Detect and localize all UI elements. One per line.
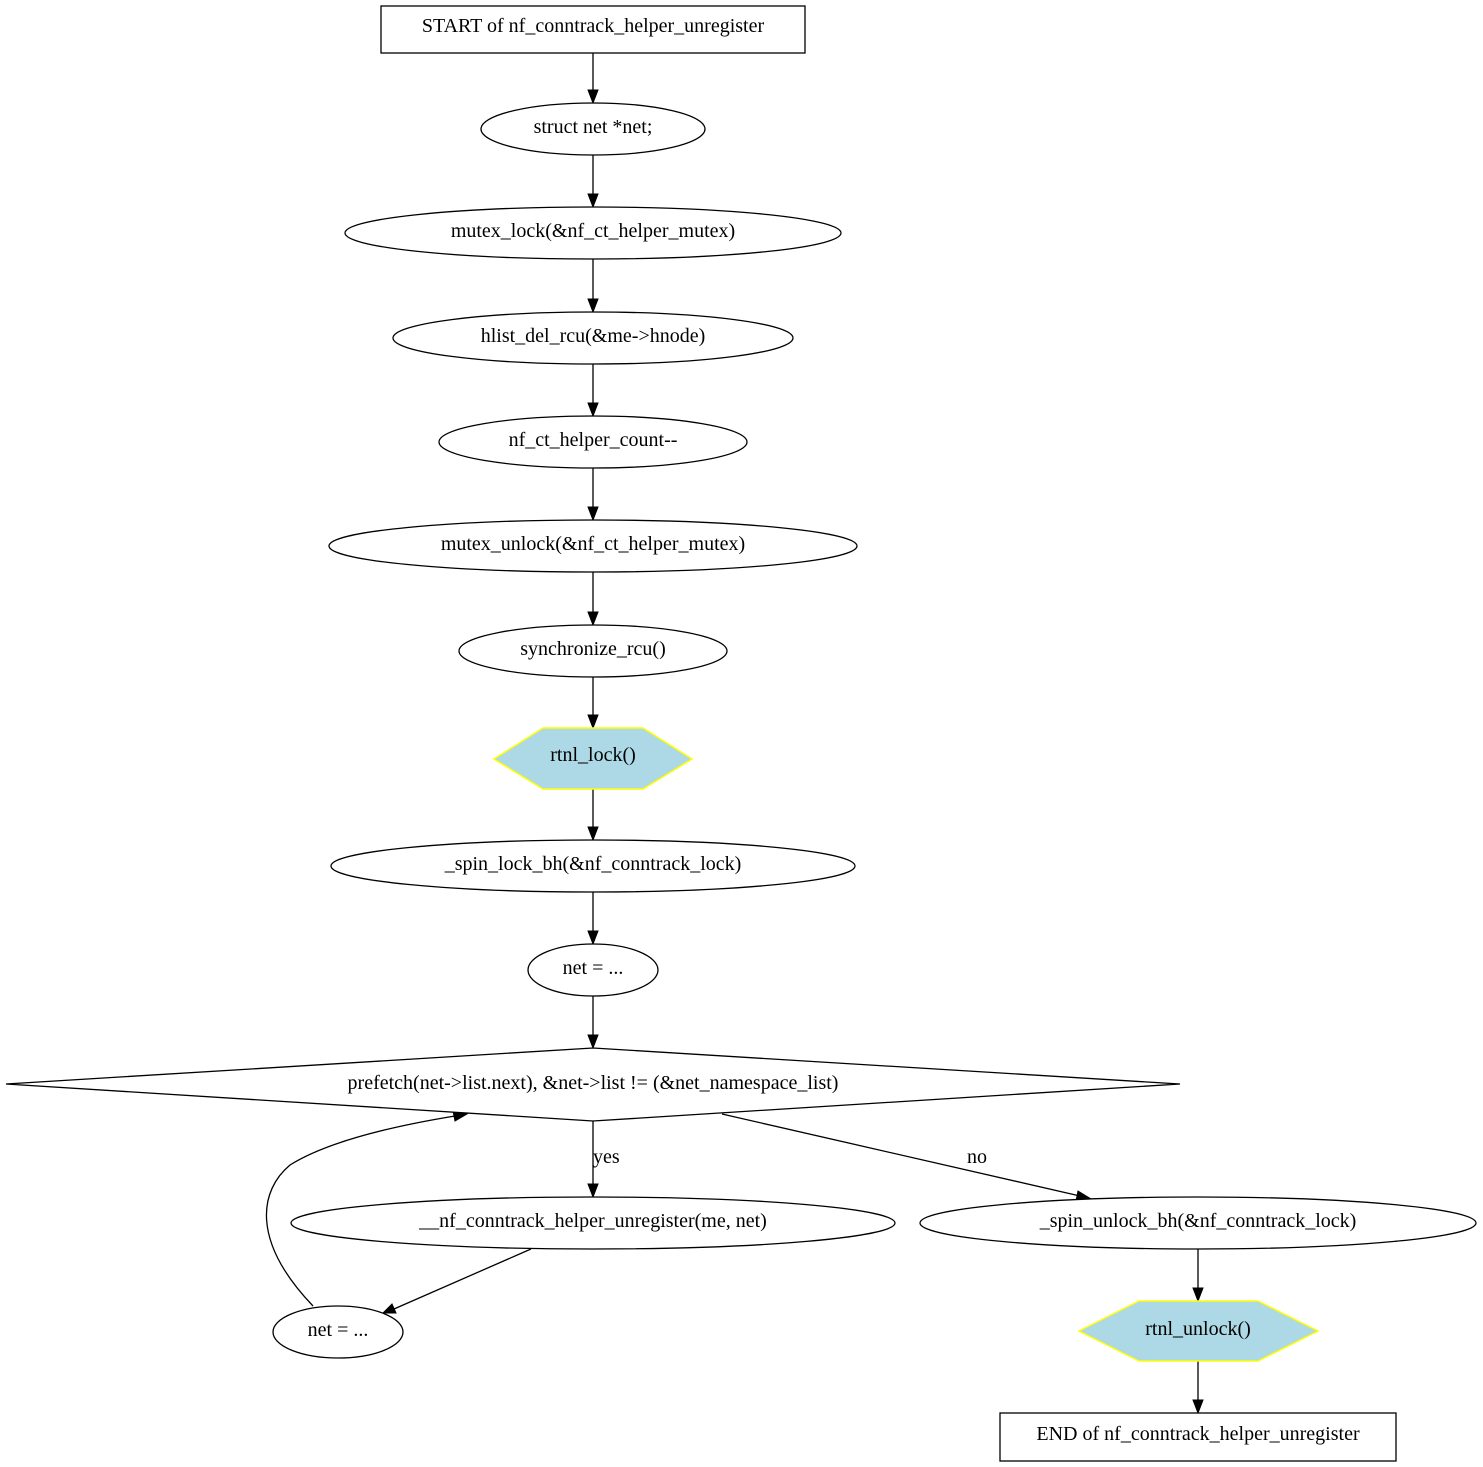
edge-label-no: no	[967, 1146, 987, 1168]
node-rtnl-unlock: rtnl_unlock()	[1077, 1300, 1320, 1362]
edge-mutex-unlock-to-sync	[587, 572, 599, 627]
node-decl-net-label: struct net *net;	[534, 116, 653, 138]
node-hlist-del-label: hlist_del_rcu(&me->hnode)	[481, 325, 706, 347]
node-net-assign-1: net = ...	[527, 943, 659, 997]
node-end-label: END of nf_conntrack_helper_unregister	[1036, 1423, 1360, 1445]
edge-net-assign-to-condition	[587, 996, 599, 1050]
edge-label-yes: yes	[593, 1146, 620, 1168]
node-unregister-call: __nf_conntrack_helper_unregister(me, net…	[290, 1196, 896, 1250]
edge-mutex-lock-to-hlist-del	[587, 259, 599, 314]
node-unregister-call-label: __nf_conntrack_helper_unregister(me, net…	[418, 1210, 767, 1232]
node-mutex-unlock: mutex_unlock(&nf_ct_helper_mutex)	[328, 519, 858, 573]
node-start-label: START of nf_conntrack_helper_unregister	[422, 15, 765, 37]
edge-decl-to-mutex-lock	[587, 155, 599, 209]
node-synchronize-rcu: synchronize_rcu()	[458, 624, 728, 678]
edge-hlist-del-to-count	[587, 364, 599, 418]
node-mutex-lock-label: mutex_lock(&nf_ct_helper_mutex)	[451, 220, 735, 242]
edge-sync-to-rtnl-lock	[587, 677, 599, 730]
edge-start-to-decl	[587, 53, 599, 105]
edge-rtnl-lock-to-spin-lock	[587, 789, 599, 842]
edge-condition-no	[721, 1113, 1093, 1202]
node-count-dec-label: nf_ct_helper_count--	[509, 429, 678, 451]
node-mutex-unlock-label: mutex_unlock(&nf_ct_helper_mutex)	[441, 533, 745, 555]
node-net-assign-2: net = ...	[272, 1305, 404, 1359]
node-mutex-lock: mutex_lock(&nf_ct_helper_mutex)	[344, 206, 842, 260]
node-decl-net: struct net *net;	[480, 102, 706, 156]
edges	[265, 53, 1204, 1415]
node-net-assign-2-label: net = ...	[308, 1319, 369, 1341]
edge-condition-yes	[587, 1121, 599, 1199]
node-spin-lock: _spin_lock_bh(&nf_conntrack_lock)	[330, 839, 856, 893]
node-loop-condition: prefetch(net->list.next), &net->list != …	[5, 1047, 1181, 1122]
node-net-assign-1-label: net = ...	[563, 957, 624, 979]
node-end: END of nf_conntrack_helper_unregister	[999, 1412, 1397, 1462]
edge-count-to-mutex-unlock	[587, 468, 599, 522]
edge-spin-unlock-to-rtnl-unlock	[1192, 1249, 1204, 1303]
node-synchronize-rcu-label: synchronize_rcu()	[520, 638, 666, 660]
node-count-dec: nf_ct_helper_count--	[438, 415, 748, 469]
node-hlist-del: hlist_del_rcu(&me->hnode)	[392, 311, 794, 365]
node-rtnl-lock: rtnl_lock()	[492, 727, 694, 790]
node-rtnl-unlock-label: rtnl_unlock()	[1145, 1318, 1251, 1340]
edge-rtnl-unlock-to-end	[1192, 1361, 1204, 1415]
node-rtnl-lock-label: rtnl_lock()	[550, 744, 636, 766]
edge-unregister-to-net-assign	[381, 1248, 532, 1314]
node-start: START of nf_conntrack_helper_unregister	[380, 5, 806, 54]
edge-spin-lock-to-net-assign	[587, 892, 599, 946]
node-spin-lock-label: _spin_lock_bh(&nf_conntrack_lock)	[444, 853, 742, 875]
node-loop-condition-label: prefetch(net->list.next), &net->list != …	[348, 1072, 839, 1094]
node-spin-unlock-label: _spin_unlock_bh(&nf_conntrack_lock)	[1039, 1210, 1357, 1232]
node-spin-unlock: _spin_unlock_bh(&nf_conntrack_lock)	[919, 1196, 1477, 1250]
